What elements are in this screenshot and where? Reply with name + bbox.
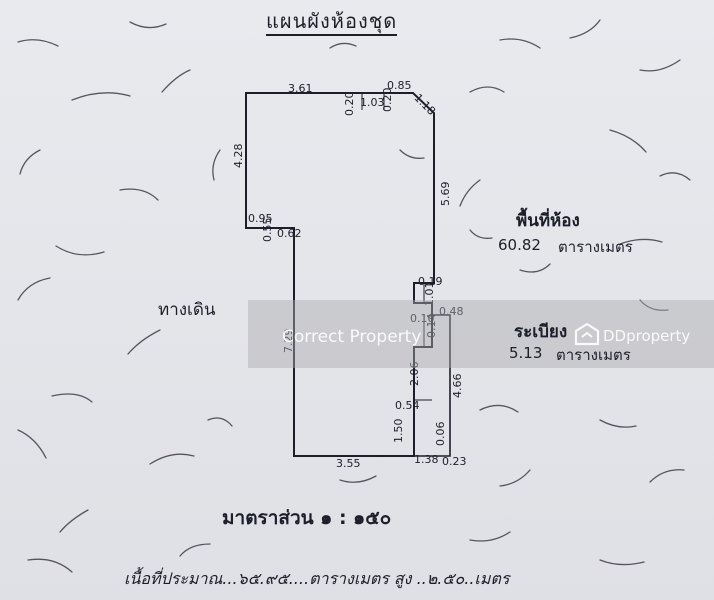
- ddproperty-logo-icon: [574, 322, 600, 346]
- watermark-band: [248, 300, 714, 368]
- dim-top-left: 3.61: [288, 82, 313, 95]
- watermark-correct-property: Correct Property: [282, 327, 422, 347]
- dim-019: 0.19: [418, 275, 443, 288]
- dim-466: 4.66: [451, 373, 464, 399]
- balcony-area-value: 5.13: [509, 344, 543, 362]
- watermark-ddproperty: DDproperty: [603, 327, 691, 345]
- dim-569: 5.69: [439, 181, 452, 207]
- dim-095: 0.95: [248, 212, 273, 225]
- dim-150: 1.50: [392, 418, 405, 444]
- dim-020a: 0.20: [343, 91, 356, 117]
- dim-006: 0.06: [434, 421, 447, 447]
- dim-062: 0.62: [277, 227, 302, 240]
- footer-area-height-text: เนื้อที่ประมาณ...๖๕.๙๕....ตารางเมตร สูง …: [124, 569, 510, 588]
- dim-054: 0.54: [395, 399, 420, 412]
- dim-085: 0.85: [387, 79, 412, 92]
- balcony-area-unit: ตารางเมตร: [556, 346, 631, 364]
- dimension-lines: [245, 93, 450, 457]
- dim-103: 1.03: [360, 96, 385, 109]
- room-area-unit: ตารางเมตร: [558, 238, 633, 256]
- scale-text: มาตราส่วน ๑ : ๑๕๐: [222, 507, 392, 529]
- dim-048: 0.48: [439, 305, 464, 318]
- walkway-label: ทางเดิน: [158, 300, 216, 320]
- dim-138: 1.38: [414, 453, 439, 466]
- room-area-value: 60.82: [498, 236, 541, 254]
- dim-428: 4.28: [232, 143, 245, 169]
- dim-055: 0.55: [261, 217, 274, 243]
- room-area-label: พื้นที่ห้อง: [516, 211, 580, 231]
- balcony-area-label: ระเบียง: [514, 322, 568, 342]
- dim-023: 0.23: [442, 455, 467, 468]
- dim-355: 3.55: [336, 457, 361, 470]
- floor-plan-title: แผนผังห้องชุด: [266, 8, 398, 36]
- dim-010: 0.10: [410, 312, 435, 325]
